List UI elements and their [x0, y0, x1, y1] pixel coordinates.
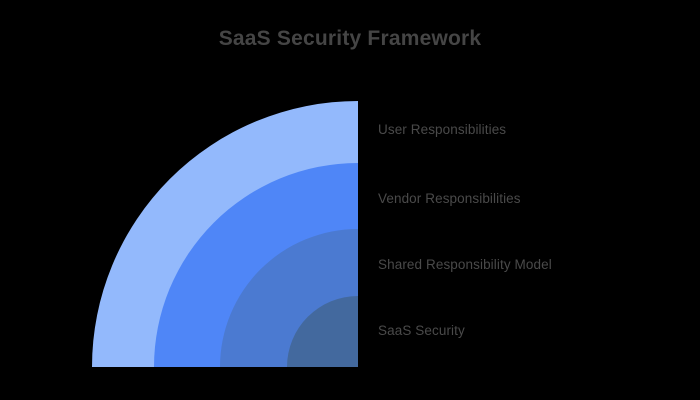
ring-label-shared-responsibility-model: Shared Responsibility Model: [378, 257, 552, 272]
ring-label-user-responsibilities: User Responsibilities: [378, 122, 507, 137]
arc-ring-saas-security[interactable]: SaaS Security: [287, 296, 358, 367]
ring-label-vendor-responsibilities: Vendor Responsibilities: [378, 191, 521, 206]
arc-ring-group: User Responsibilities Vendor Responsibil…: [92, 101, 358, 367]
chart-title: SaaS Security Framework: [218, 27, 482, 50]
ring-label-saas-security: SaaS Security: [378, 323, 465, 338]
